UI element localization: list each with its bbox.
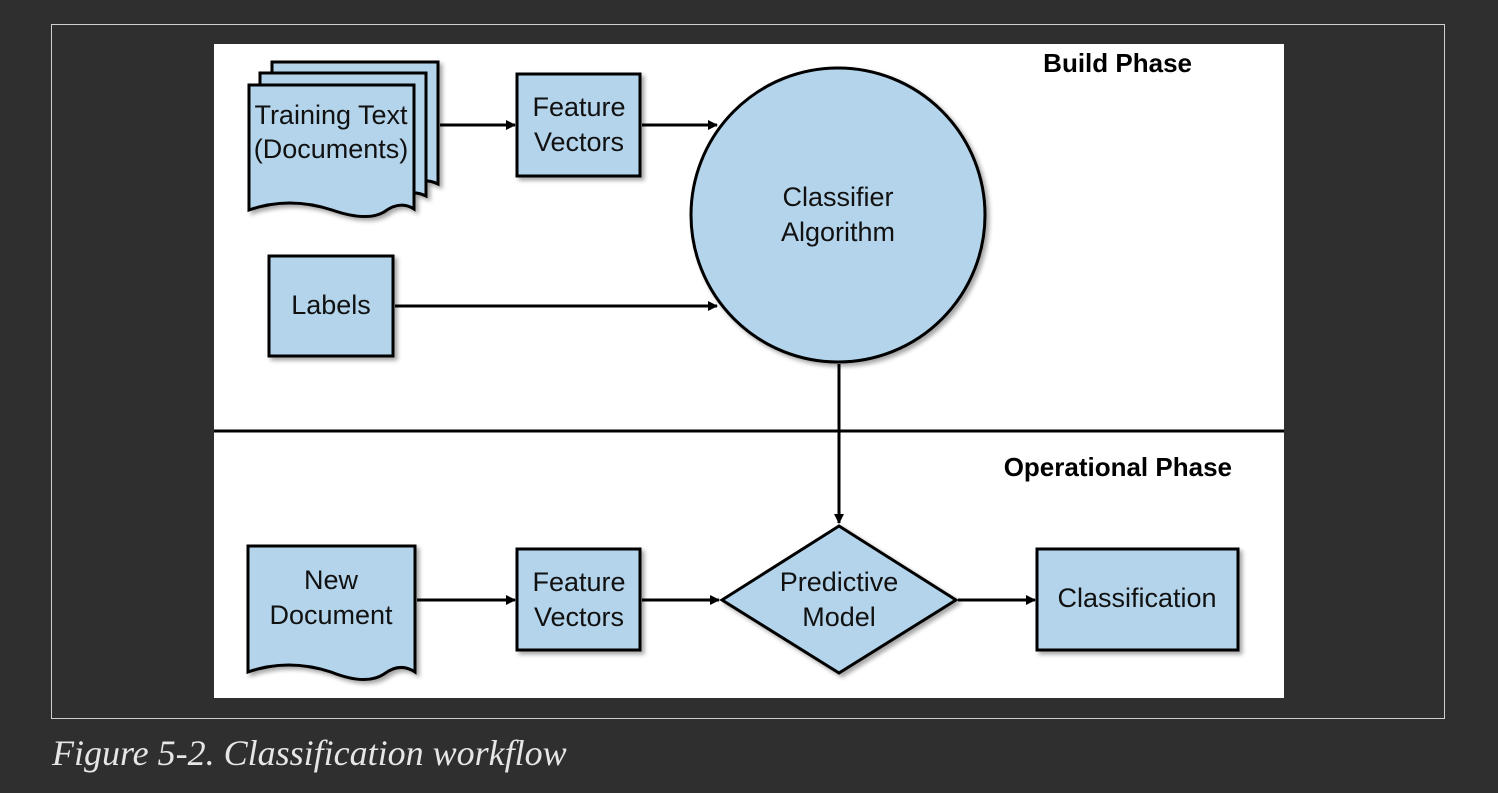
- classifier-algorithm-node: [689, 66, 987, 364]
- new-document-label-line1: New: [304, 565, 359, 595]
- training-text-label-line2: (Documents): [254, 134, 409, 164]
- figure-frame: [51, 24, 1445, 719]
- training-text-documents-node: [247, 60, 440, 218]
- feature-vectors-build-node: [515, 72, 642, 178]
- feature-vectors-op-node: [515, 547, 642, 652]
- new-document-label-line2: Document: [269, 600, 393, 630]
- feature-vectors-op-label-line1: Feature: [532, 567, 625, 597]
- labels-node: [267, 254, 395, 358]
- classifier-algorithm-label-line1: Classifier: [782, 182, 893, 212]
- new-document-node: [246, 544, 417, 681]
- classifier-algorithm-label-line2: Algorithm: [781, 217, 895, 247]
- feature-vectors-build-label-line2: Vectors: [534, 127, 624, 157]
- predictive-model-label-line2: Model: [802, 602, 876, 632]
- classification-workflow-diagram: Build Phase Operational Phase Training T…: [214, 44, 1284, 698]
- predictive-model-label-line1: Predictive: [780, 567, 899, 597]
- predictive-model-node: [719, 524, 959, 675]
- figure-caption: Figure 5-2. Classification workflow: [52, 733, 567, 773]
- labels-label: Labels: [291, 290, 371, 320]
- operational-phase-label: Operational Phase: [1004, 452, 1232, 482]
- training-text-label-line1: Training Text: [254, 100, 408, 130]
- feature-vectors-op-label-line2: Vectors: [534, 602, 624, 632]
- build-phase-label: Build Phase: [1043, 48, 1192, 78]
- feature-vectors-build-label-line1: Feature: [532, 92, 625, 122]
- classification-node: [1035, 547, 1240, 652]
- classification-label: Classification: [1057, 583, 1216, 613]
